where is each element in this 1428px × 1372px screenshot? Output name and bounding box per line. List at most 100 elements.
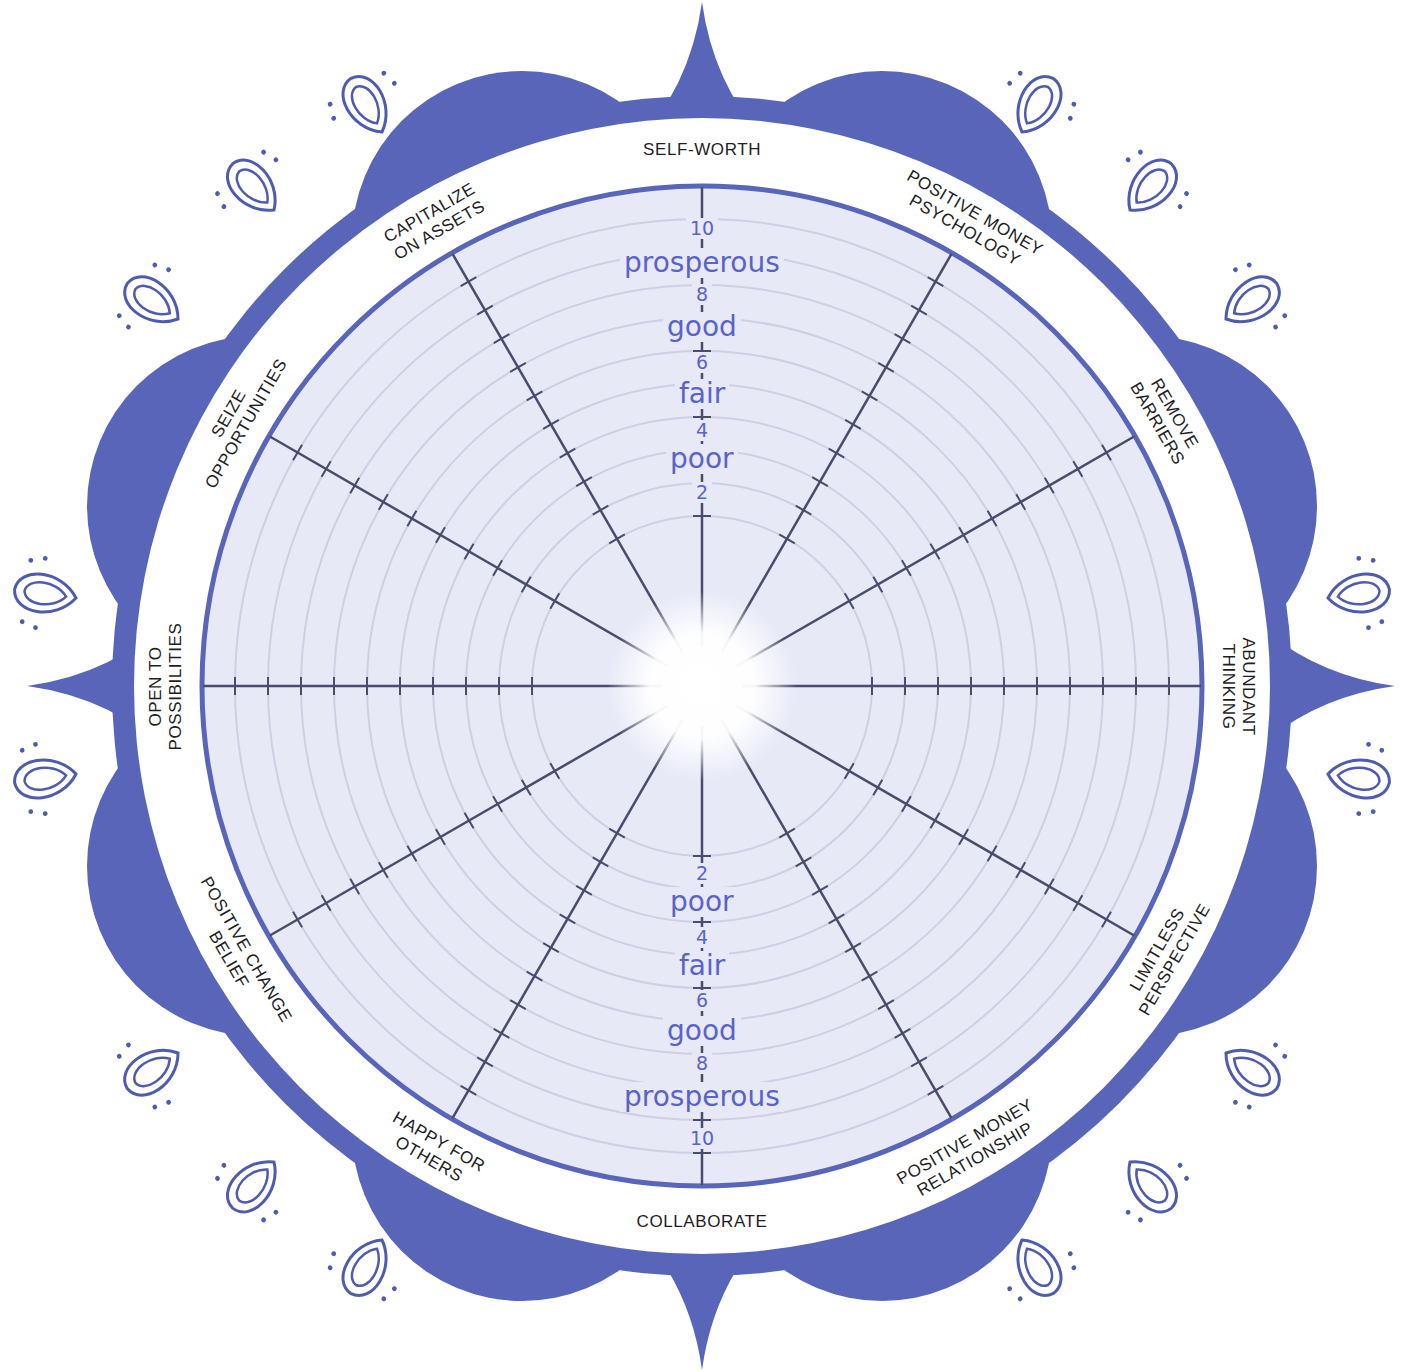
tick-mark — [560, 914, 576, 923]
tick-mark — [796, 857, 812, 866]
tick-mark — [576, 886, 592, 895]
tick-mark — [300, 677, 302, 695]
tick-mark — [522, 780, 531, 796]
tick-mark — [522, 577, 531, 593]
tick-mark — [527, 972, 543, 981]
tick-mark — [693, 855, 711, 857]
rating-number: 8 — [692, 284, 712, 305]
tick-mark — [911, 306, 927, 315]
tick-mark — [959, 527, 968, 543]
tick-mark — [845, 420, 861, 429]
rating-number: 10 — [686, 218, 718, 239]
tick-mark — [988, 846, 997, 862]
tick-mark — [895, 1029, 911, 1038]
tick-mark — [560, 449, 576, 458]
tick-mark — [930, 813, 939, 829]
tick-mark — [693, 1119, 711, 1121]
wheel-disc — [202, 186, 1202, 1186]
tick-mark — [873, 577, 882, 593]
tick-mark — [911, 1057, 927, 1066]
tick-mark — [1045, 478, 1054, 494]
rating-word: fair — [675, 379, 729, 409]
teardrop-ornaments — [9, 60, 1394, 1313]
tick-mark — [493, 560, 502, 576]
tick-mark — [878, 363, 894, 372]
tick-mark — [779, 534, 795, 543]
tick-mark — [812, 477, 828, 486]
tick-mark — [465, 813, 474, 829]
rating-number: 4 — [692, 927, 712, 948]
tick-mark — [267, 677, 269, 695]
spoke-line — [737, 706, 1135, 936]
tick-mark — [322, 461, 331, 477]
tick-mark — [902, 796, 911, 812]
rating-word: good — [663, 312, 741, 342]
category-label: POSITIVE MONEY PSYCHOLOGY — [892, 165, 1048, 278]
category-label: SELF-WORTH — [643, 140, 761, 160]
tick-mark — [928, 1086, 944, 1095]
tick-mark — [436, 829, 445, 845]
tick-mark — [493, 796, 502, 812]
category-label: REMOVE BARRIERS — [1125, 367, 1207, 470]
tick-mark — [510, 1000, 526, 1009]
category-label: SEIZE OPPORTUNITIES — [183, 343, 292, 493]
tick-mark — [693, 1152, 711, 1154]
spoke-line — [453, 721, 683, 1119]
tick-mark — [407, 846, 416, 862]
tick-mark — [527, 391, 543, 400]
tick-mark — [609, 829, 625, 838]
tick-mark — [862, 391, 878, 400]
tick-mark — [465, 677, 467, 695]
tick-mark — [543, 943, 559, 952]
tick-mark — [930, 544, 939, 560]
tick-mark — [904, 677, 906, 695]
tick-mark — [1102, 912, 1111, 928]
category-label: COLLABORATE — [637, 1212, 768, 1232]
spoke-line — [722, 721, 952, 1119]
spoke-line — [270, 706, 668, 936]
tick-mark — [366, 677, 368, 695]
rating-word: good — [663, 1016, 741, 1046]
rating-word: poor — [666, 444, 738, 474]
wheel-spokes — [203, 187, 1201, 1185]
category-label: ABUNDANT THINKING — [1218, 635, 1257, 738]
tick-mark — [1016, 862, 1025, 878]
flower-background — [27, 2, 1395, 1370]
category-label: POSITIVE CHANGE BELIEF — [179, 871, 297, 1037]
rating-word: prosperous — [620, 248, 784, 278]
tick-mark — [937, 677, 939, 695]
category-label: OPEN TO POSSIBILITIES — [146, 620, 185, 752]
tick-mark — [970, 677, 972, 695]
category-label: POSITIVE MONEY RELATIONSHIP — [892, 1094, 1048, 1207]
tick-mark — [432, 677, 434, 695]
tick-mark — [593, 857, 609, 866]
tick-mark — [829, 914, 845, 923]
tick-mark — [1073, 461, 1082, 477]
category-label: LIMITLESS PERSPECTIVE — [1117, 888, 1216, 1020]
tick-mark — [494, 334, 510, 343]
tick-mark — [293, 912, 302, 928]
tick-mark — [293, 445, 302, 461]
tick-mark — [829, 449, 845, 458]
tick-mark — [399, 677, 401, 695]
tick-mark — [1069, 677, 1071, 695]
tick-mark — [928, 277, 944, 286]
rating-number: 8 — [692, 1053, 712, 1074]
tick-mark — [322, 895, 331, 911]
spoke-line — [453, 254, 683, 652]
rating-number: 2 — [692, 863, 712, 884]
tick-mark — [436, 527, 445, 543]
tick-mark — [350, 879, 359, 895]
rating-number: 6 — [692, 990, 712, 1011]
center-glow — [607, 591, 797, 781]
rating-number: 2 — [692, 482, 712, 503]
tick-mark — [812, 886, 828, 895]
tick-mark — [1102, 677, 1104, 695]
tick-mark — [779, 829, 795, 838]
tick-mark — [593, 506, 609, 515]
spoke-line — [270, 437, 668, 667]
tick-mark — [609, 534, 625, 543]
rating-number: 10 — [686, 1128, 718, 1149]
spoke-line — [722, 254, 952, 652]
